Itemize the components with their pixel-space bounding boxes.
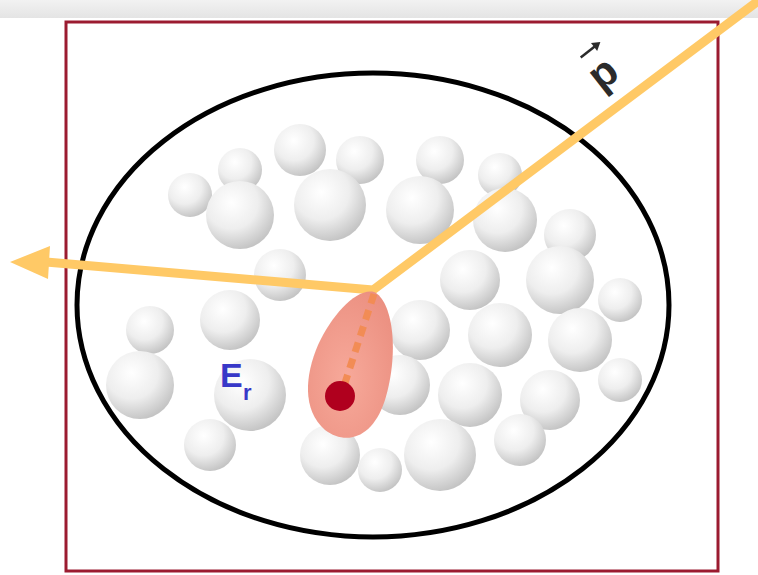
- recoil-path: [342, 294, 374, 392]
- recoil-nucleon: [308, 292, 393, 438]
- recoil-dot: [325, 381, 355, 411]
- nucleons: [106, 124, 642, 492]
- energy-symbol: E: [220, 358, 243, 392]
- energy-subscript: r: [243, 382, 252, 404]
- proton-track: [10, 0, 758, 290]
- top-band: [0, 0, 758, 18]
- nucleus-outline: [77, 73, 669, 537]
